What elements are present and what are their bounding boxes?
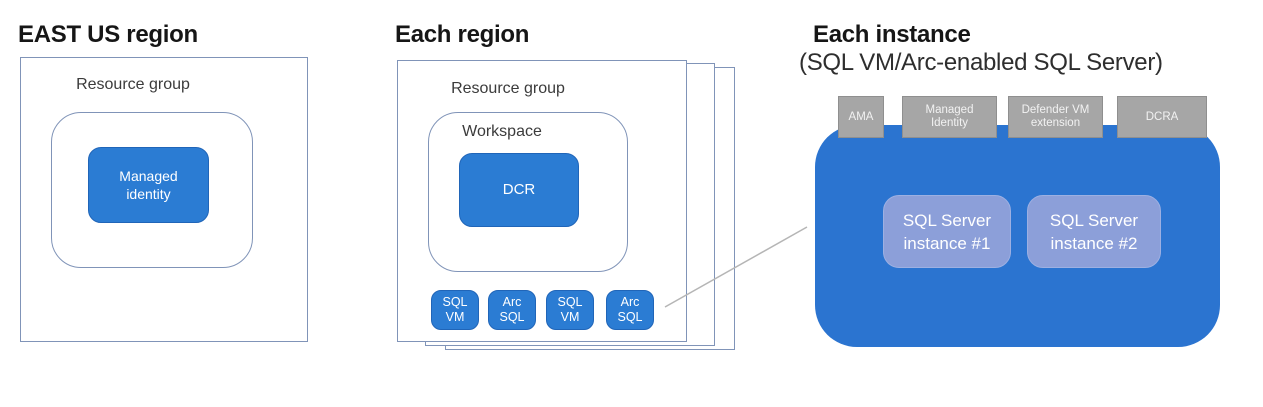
defender-vm-extension-chip: Defender VM extension	[1008, 96, 1103, 138]
each-instance-title: Each instance	[813, 21, 971, 48]
ama-extension-chip: AMA	[838, 96, 884, 138]
each-region-title: Each region	[395, 21, 530, 48]
east-us-resource-group-box: Resource group Managed identity	[20, 57, 308, 342]
each-instance-subtitle: (SQL VM/Arc-enabled SQL Server)	[799, 49, 1163, 76]
east-us-resource-group-label: Resource group	[76, 76, 190, 93]
sql-vm-chip-2: SQL VM	[546, 290, 594, 330]
sql-server-instance-2-box: SQL Server instance #2	[1027, 195, 1161, 268]
managed-identity-box: Managed identity	[88, 147, 209, 223]
sql-server-instance-1-box: SQL Server instance #1	[883, 195, 1011, 268]
east-us-inner-boundary: Managed identity	[51, 112, 253, 268]
arc-sql-chip-2: Arc SQL	[606, 290, 654, 330]
east-us-region-title: EAST US region	[18, 21, 198, 48]
workspace-label: Workspace	[462, 123, 542, 140]
region-resource-group-box: Resource group Workspace DCR SQL VM Arc …	[397, 60, 687, 342]
sql-instance-host-box: SQL Server instance #1 SQL Server instan…	[815, 125, 1220, 347]
dcr-box: DCR	[459, 153, 579, 227]
sql-vm-chip-1: SQL VM	[431, 290, 479, 330]
workspace-box: Workspace DCR	[428, 112, 628, 272]
region-resource-group-label: Resource group	[451, 80, 565, 97]
arc-sql-chip-1: Arc SQL	[488, 290, 536, 330]
dcra-extension-chip: DCRA	[1117, 96, 1207, 138]
managed-identity-extension-chip: Managed Identity	[902, 96, 997, 138]
